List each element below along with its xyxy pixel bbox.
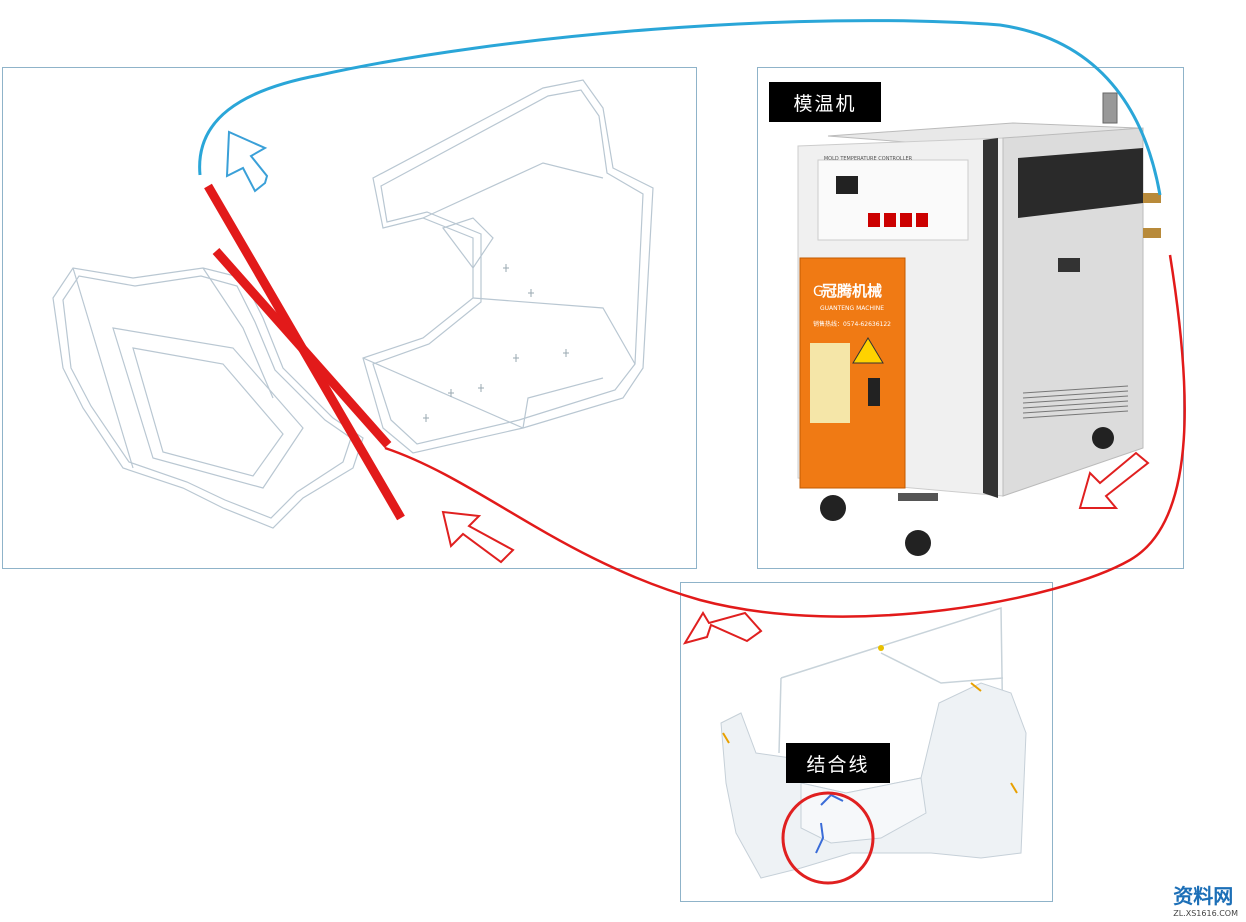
brand-sub: GUANTENG MACHINE	[820, 305, 884, 312]
brand-letter: G	[813, 284, 824, 300]
wheel-front-left	[820, 495, 846, 521]
inflow-arrow-icon	[441, 510, 515, 564]
indicator-2	[884, 213, 896, 227]
weld-line-label: 结合线	[786, 743, 890, 783]
outflow-arrow-icon	[225, 130, 269, 193]
temperature-display	[836, 176, 858, 194]
mold-wireframe-panel	[2, 67, 697, 569]
side-handle	[1058, 258, 1080, 272]
watermark-sub: ZL.XS1616.COM	[1173, 909, 1238, 918]
weld-line-panel: 结合线	[680, 582, 1053, 902]
wheel-front-right	[905, 530, 931, 556]
power-switch	[868, 378, 880, 406]
mold-temperature-controller-illustration: 冠腾机械 G GUANTENG MACHINE 销售热线：0574-626361…	[797, 92, 1161, 556]
indicator-3	[900, 213, 912, 227]
mold-temp-machine-label: 模温机	[769, 82, 881, 122]
watermark: 资料网 ZL.XS1616.COM	[1173, 880, 1238, 918]
mold-wireframe-drawing	[52, 79, 654, 564]
brand-name: 冠腾机械	[822, 282, 882, 300]
cooling-pipe-short	[212, 248, 392, 448]
flow-arrow-icon	[682, 611, 763, 645]
gate-marker	[878, 645, 884, 651]
warning-label	[810, 343, 850, 423]
weld-line-analysis-drawing	[682, 606, 1027, 885]
top-vent	[1102, 92, 1118, 124]
indicator-4	[916, 213, 928, 227]
indicator-1	[868, 213, 880, 227]
hotline: 销售热线：0574-62636122	[813, 320, 891, 328]
machine-panel: 冠腾机械 G GUANTENG MACHINE 销售热线：0574-626361…	[757, 67, 1184, 569]
watermark-main: 资料网	[1173, 884, 1234, 908]
header-text: MOLD TEMPERATURE CONTROLLER	[824, 156, 913, 162]
weld-line-highlight-circle	[781, 791, 875, 885]
wheel-back-right	[1092, 427, 1114, 449]
